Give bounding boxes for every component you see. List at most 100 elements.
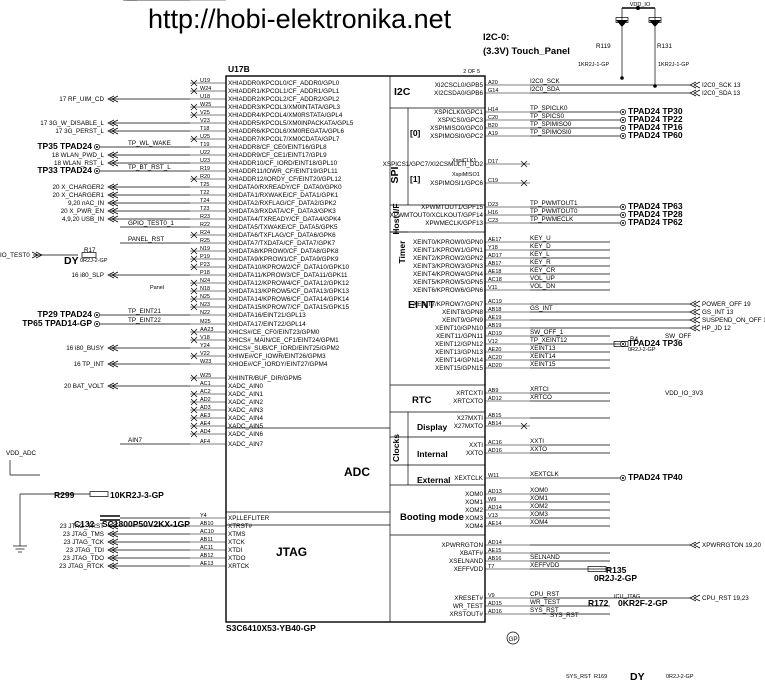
nc-mark xyxy=(190,135,198,143)
pin-name-A20: XI2CSCL0/GPB5 xyxy=(435,82,484,89)
offpage-label-V23: 17 3G_W_DISABLE_L xyxy=(40,120,104,127)
nc-mark xyxy=(190,406,198,414)
offpage-arrow xyxy=(111,271,119,279)
spi1-clk-label: XspiCLK1 xyxy=(452,158,476,164)
net-label-AE18: KEY_CR xyxy=(530,267,556,274)
section-spi: SPI xyxy=(389,166,401,183)
net-label-AC20: XEINT14 xyxy=(530,353,556,360)
pin-name-U23: XHIADDR10/CF_IORD/EINT18/GPL10 xyxy=(228,160,338,167)
test-pad-dot xyxy=(622,111,624,113)
pin-name-AD3: XADC_AIN3 xyxy=(228,407,263,414)
resistor-r135 xyxy=(587,566,607,572)
pin-name-T23: XHIDATA3/RXDATA/CF_DATA3/GPK3 xyxy=(228,208,336,215)
testpad-label-R19: TP33 TPAD24 xyxy=(37,165,92,175)
nc-mark xyxy=(520,179,528,187)
pin-name-AB19: XEINT10/GPN10 xyxy=(435,325,483,332)
pin-name-W11: XEXTCLK xyxy=(454,475,483,482)
testpad-label-A19: TPAD24 TP60 xyxy=(628,130,683,140)
pin-num-N18: N18 xyxy=(200,286,210,292)
nc-mark xyxy=(190,414,198,422)
net-label-V11: VOL_DN xyxy=(530,283,556,290)
pin-num-AD14: AD14 xyxy=(488,540,502,546)
pin-name-Y24: XHICS#_SUB/CF_IORD/EINT25/GPM2 xyxy=(228,345,340,352)
r4-ref: R4 xyxy=(630,336,639,343)
section-adc: ADC xyxy=(344,465,370,479)
offpage-label-T22: 20 X_CHARGER1 xyxy=(53,192,105,199)
net-label-D23: TP_PWMTOUT1 xyxy=(530,200,578,207)
pin-num-P18: P18 xyxy=(200,270,210,276)
net-label-AC16: XXTI xyxy=(530,438,544,445)
pin-num-V18: V18 xyxy=(200,335,210,341)
testpad-label-W11: TPAD24 TP40 xyxy=(628,472,683,482)
pin-num-N23: N23 xyxy=(200,302,210,308)
net-label-R19: TP_BT_RST_L xyxy=(128,164,171,171)
pin-name-U22: XHIADDR9/CF_CE1/EINT17/GPL9 xyxy=(228,152,327,159)
net-label-AD16: SYS_RST xyxy=(530,607,559,614)
offpage-label-Y24: 16 i80_BUSY xyxy=(66,345,105,352)
offpage-label-U23: 18 WLAN_RST_L xyxy=(54,160,105,167)
r131-ref: R131 xyxy=(657,43,673,50)
nc-mark xyxy=(190,255,198,263)
pin-name-H14: XSPICLK0/GPC1 xyxy=(434,109,483,116)
offpage-label-T23: 20 X_PWR_EN xyxy=(61,208,105,215)
section-host-if: Host I/F xyxy=(391,203,401,234)
offpage-arrow xyxy=(111,522,119,530)
test-pad xyxy=(620,212,626,218)
pin-name-V9: XRESET# xyxy=(454,595,483,602)
pin-name-D23: XPWMTOUT1/GPF15 xyxy=(421,204,483,211)
pin-name-T18: XHIADDR6/KPCOL6/XM0REGATA/GPL6 xyxy=(228,128,344,135)
aux-label-AB9: VDD_IO_3V3 xyxy=(665,390,704,397)
r17-ref: R17 xyxy=(84,247,96,254)
testpad-label-V12: TPAD24 TP36 xyxy=(628,338,683,348)
net-label-T19: TP_WL_WAKE xyxy=(128,140,171,147)
offpage-label-P18: 16 i80_SLP xyxy=(71,272,104,279)
pin-num-AB12: AB12 xyxy=(200,553,213,559)
pin-name-W25: XHIINTR/BUF_DIR/GPM5 xyxy=(228,375,302,382)
pin-num-AB15: AB15 xyxy=(488,413,501,419)
testpad-label-C23: TPAD24 TP62 xyxy=(628,217,683,227)
pin-name-N23: XHIDATA15/KPROW7/CF_DATA15/GPK15 xyxy=(228,304,349,311)
pin-name-P18: XHIDATA11/KPROW3/CF_DATA11/GPK11 xyxy=(228,272,348,279)
net-label-N22: TP_EINT21 xyxy=(128,308,161,315)
offpage-arrow xyxy=(111,207,119,215)
test-pad xyxy=(620,133,626,139)
nc-mark xyxy=(190,279,198,287)
pin-name-AE20: XEINT13/GPN13 xyxy=(435,349,483,356)
offpage-arrow xyxy=(111,562,119,570)
net-label-A20: I2C0_SCK xyxy=(530,78,561,85)
r169-value: 0R2J-2-GP xyxy=(666,674,694,680)
offpage-arrow xyxy=(111,344,119,352)
pin-num-W25: W25 xyxy=(200,373,211,379)
offpage-label-AB19: HP_JD 12 xyxy=(702,325,731,332)
resistor-r17 xyxy=(81,252,97,258)
net-label-T7: XEFFVDD xyxy=(530,562,560,569)
pin-num-C23: C23 xyxy=(488,218,498,224)
pin-name-AB16: XSELNAND xyxy=(449,558,483,565)
pin-name-N25: XHIDATA14/KPROW6/CF_DATA14/GPK14 xyxy=(228,296,349,303)
pin-num-R20: R20 xyxy=(200,174,210,180)
r135-value: 0R2J-2-GP xyxy=(594,573,637,583)
pin-name-C20: XSPICS0/GPC3 xyxy=(438,117,484,124)
offpage-label-T25: 20 X_CHARGER2 xyxy=(53,184,105,191)
pin-name-AD16: XXTO xyxy=(466,450,483,457)
offpage-arrow xyxy=(693,316,701,324)
dy-label-footer: DY xyxy=(630,671,645,683)
net-label-R25: PANEL_RST xyxy=(128,236,164,243)
junction-dot xyxy=(636,6,640,10)
pin-num-N24: N24 xyxy=(200,278,210,284)
pin-num-R24: R24 xyxy=(200,230,210,236)
pin-name-AB9: XRTCXTI xyxy=(456,390,483,397)
pin-name-R25: XHIDATA7/TXDATA/CF_DATA7/GPK7 xyxy=(228,240,336,247)
section-spi1: [1] xyxy=(410,174,421,184)
test-pad-dot xyxy=(622,206,624,208)
r17-value: 0R2J-2-GP xyxy=(80,258,108,264)
pin-num-AD12: AD12 xyxy=(488,396,502,402)
pin-num-AE19: AE19 xyxy=(488,315,501,321)
pin-name-AE4: XADC_AIN5 xyxy=(228,423,263,430)
r135-ref: R135 xyxy=(606,565,627,575)
pin-name-AA23: XHICS#/CE_CF0/EINT23/GPM0 xyxy=(228,329,320,336)
pin-num-R23: R23 xyxy=(200,214,210,220)
offpage-arrow xyxy=(693,541,701,549)
offpage-arrow xyxy=(107,127,115,135)
offpage-label-W23: 16 TP_INT xyxy=(74,361,104,368)
